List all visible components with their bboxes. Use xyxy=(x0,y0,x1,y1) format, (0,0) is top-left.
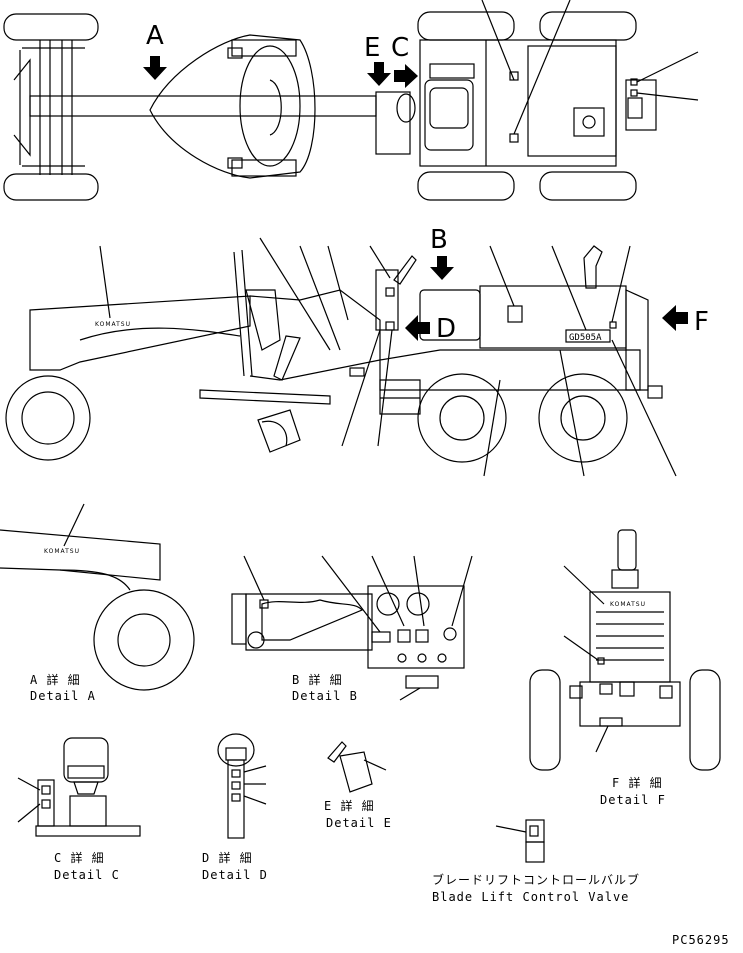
marker-d: D xyxy=(436,314,456,344)
model-plate-side: GD505A xyxy=(569,333,602,343)
arrow-d-icon xyxy=(405,315,430,341)
detail-c-jp: C 詳 細 xyxy=(54,850,105,865)
brand-side: KOMATSU xyxy=(95,321,131,328)
detail-e-jp: E 詳 細 xyxy=(324,798,375,813)
detail-a-jp: A 詳 細 xyxy=(30,672,81,687)
detail-e-en: Detail E xyxy=(326,816,392,830)
valve-en: Blade Lift Control Valve xyxy=(432,890,629,904)
marker-f: F xyxy=(694,307,709,337)
marker-e: E xyxy=(364,33,380,63)
side-view: KOMATSU GD505A xyxy=(5,225,709,477)
marker-c: C xyxy=(391,33,409,63)
detail-c-en: Detail C xyxy=(54,868,120,882)
detail-a-en: Detail A xyxy=(30,689,96,703)
brand-detail-f: KOMATSU xyxy=(610,601,646,608)
valve-jp: ブレードリフトコントロールバルブ xyxy=(432,872,640,887)
marker-a: A xyxy=(146,21,164,51)
arrow-b-icon xyxy=(430,256,454,280)
valve-detail: ブレードリフトコントロールバルブ Blade Lift Control Valv… xyxy=(432,819,640,904)
detail-c: C 詳 細 Detail C xyxy=(17,737,141,882)
detail-a: KOMATSU A 詳 細 Detail A xyxy=(0,503,195,703)
arrow-f-icon xyxy=(662,305,688,331)
drawing-number: PC56295 xyxy=(672,933,730,947)
detail-b-en: Detail B xyxy=(292,689,358,703)
top-view: A E C xyxy=(3,0,699,201)
detail-b: B 詳 細 Detail B xyxy=(231,555,473,703)
marker-b: B xyxy=(430,225,448,255)
detail-d-jp: D 詳 細 xyxy=(202,850,253,865)
brand-detail-a: KOMATSU xyxy=(44,548,80,555)
detail-f-jp: F 詳 細 xyxy=(612,775,663,790)
detail-d: D 詳 細 Detail D xyxy=(202,733,268,882)
detail-f: KOMATSU F 詳 細 Detail F xyxy=(529,529,721,807)
detail-f-en: Detail F xyxy=(600,793,666,807)
detail-e: E 詳 細 Detail E xyxy=(324,741,392,830)
detail-d-en: Detail D xyxy=(202,868,268,882)
arrow-a-icon xyxy=(143,56,167,80)
arrow-e-icon xyxy=(367,62,391,86)
arrow-c-icon xyxy=(394,64,418,88)
detail-b-jp: B 詳 細 xyxy=(292,672,343,687)
